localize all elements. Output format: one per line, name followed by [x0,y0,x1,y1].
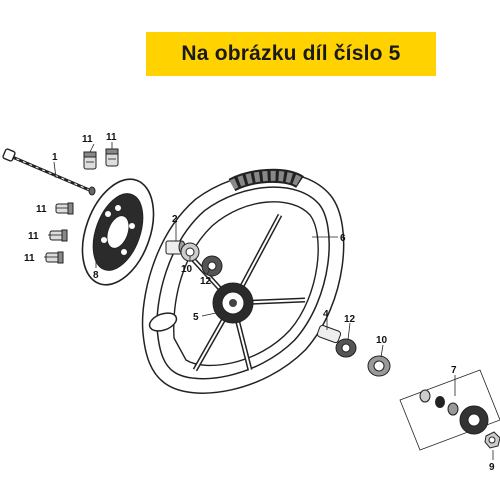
front-tire [141,168,345,394]
callout-10a: 10 [181,264,193,275]
callout-9: 9 [489,462,495,473]
callout-6: 6 [340,233,346,244]
part-number-banner: Na obrázku díl číslo 5 [146,32,436,76]
callout-11c: 11 [36,204,47,215]
callout-11a: 11 [82,134,93,145]
callout-1: 1 [52,152,58,163]
oil-seal-right [335,338,357,358]
callout-8: 8 [93,270,99,281]
front-axle [2,148,96,196]
callout-10b: 10 [376,335,388,346]
callout-12a: 12 [200,276,212,287]
callout-7: 7 [451,365,457,376]
speedometer-gear-assembly [399,369,500,451]
brake-disc [81,178,155,286]
bolt-left-1 [55,202,74,215]
bolt-left-3 [45,251,64,264]
banner-text: Na obrázku díl číslo 5 [181,42,401,65]
oil-seal-left [201,255,223,277]
callout-12b: 12 [344,314,356,325]
bearing-right [367,355,391,377]
callout-11b: 11 [106,132,117,143]
callout-11e: 11 [24,253,35,264]
bolt-top-left [83,151,97,170]
callout-5: 5 [193,312,199,323]
bolt-top-right [105,148,119,167]
axle-collar [316,324,342,344]
callout-labels: 1 11 11 11 11 11 8 2 10 12 5 6 4 12 10 7… [24,132,495,473]
leader-lines [44,142,494,460]
wheel-rim [178,213,306,372]
callout-2: 2 [172,214,178,225]
callout-4: 4 [323,309,329,320]
bolt-left-2 [49,229,68,242]
callout-11d: 11 [28,231,39,242]
axle-nut [484,431,500,449]
